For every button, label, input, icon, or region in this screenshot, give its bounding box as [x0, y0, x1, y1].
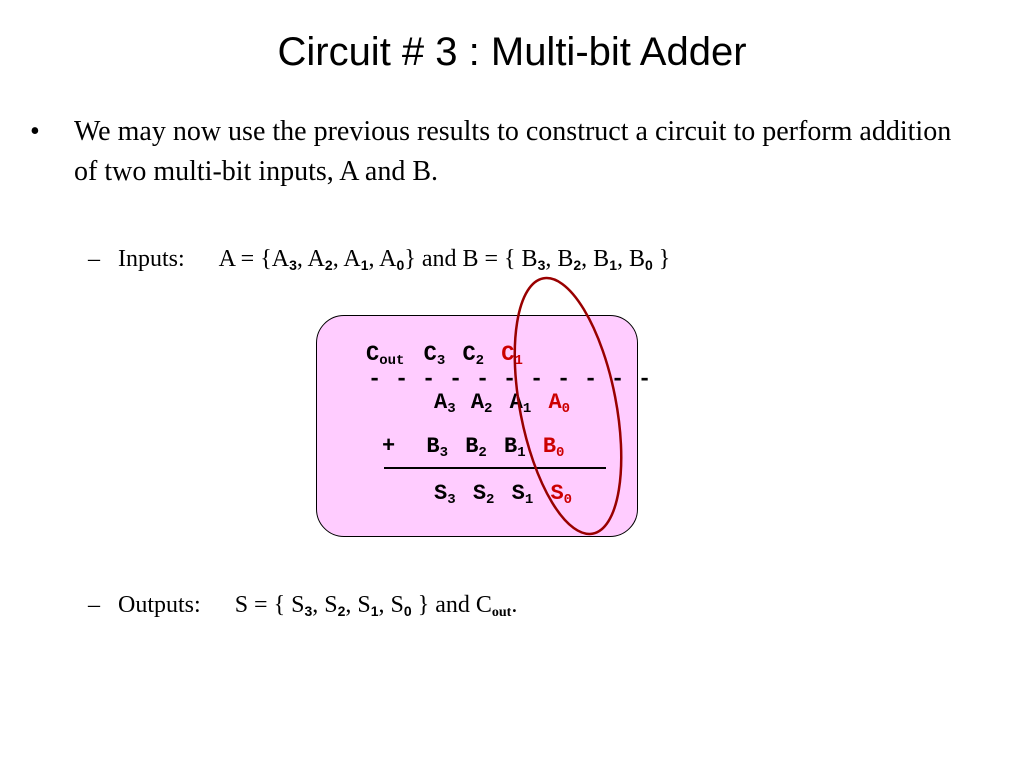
carry-out: Cout	[366, 342, 405, 369]
inputs-label: Inputs:	[118, 246, 185, 272]
carry-row: Cout C3 C2 C1	[366, 342, 523, 374]
bullet-dot: •	[30, 116, 40, 147]
s-1: S1	[511, 481, 534, 508]
carry-3: C3	[423, 342, 446, 369]
s-2: S2	[472, 481, 495, 508]
a-row: A3 A2 A1 A0	[434, 390, 570, 422]
outputs-expression: S = { S3, S2, S1, S0 } and Cout.	[234, 592, 518, 620]
s-3: S3	[434, 481, 456, 508]
inputs-subbullet: –Inputs: A = {A3, A2, A1, A0} and B = { B…	[88, 243, 670, 281]
b-row: + B3 B2 B1 B0	[382, 434, 564, 466]
s-0: S0	[550, 481, 573, 508]
b-3: B3	[426, 434, 449, 461]
sum-row: S3 S2 S1 S0	[434, 481, 572, 513]
outputs-dash: –	[88, 592, 100, 618]
a-1: A1	[509, 390, 532, 417]
plus-sign: +	[382, 434, 396, 459]
inputs-expression: A = {A3, A2, A1, A0} and B = { B3, B2, B…	[218, 246, 671, 273]
b-1: B1	[504, 434, 526, 461]
inputs-dash: –	[88, 246, 100, 272]
main-bullet-text: We may now use the previous results to c…	[74, 116, 952, 187]
slide-title: Circuit # 3 : Multi-bit Adder	[277, 30, 747, 74]
carry-divider: - - - - - - - - - - -	[368, 367, 652, 392]
outputs-label: Outputs:	[118, 592, 201, 618]
sum-line	[384, 467, 606, 469]
a-0: A0	[548, 390, 571, 417]
outputs-subbullet: –Outputs: S = { S3, S2, S1, S0 } and Cout…	[88, 589, 517, 629]
carry-2: C2	[462, 342, 485, 369]
b-0: B0	[542, 434, 565, 461]
b-2: B2	[465, 434, 487, 461]
a-2: A2	[470, 390, 493, 417]
a-3: A3	[434, 390, 456, 417]
